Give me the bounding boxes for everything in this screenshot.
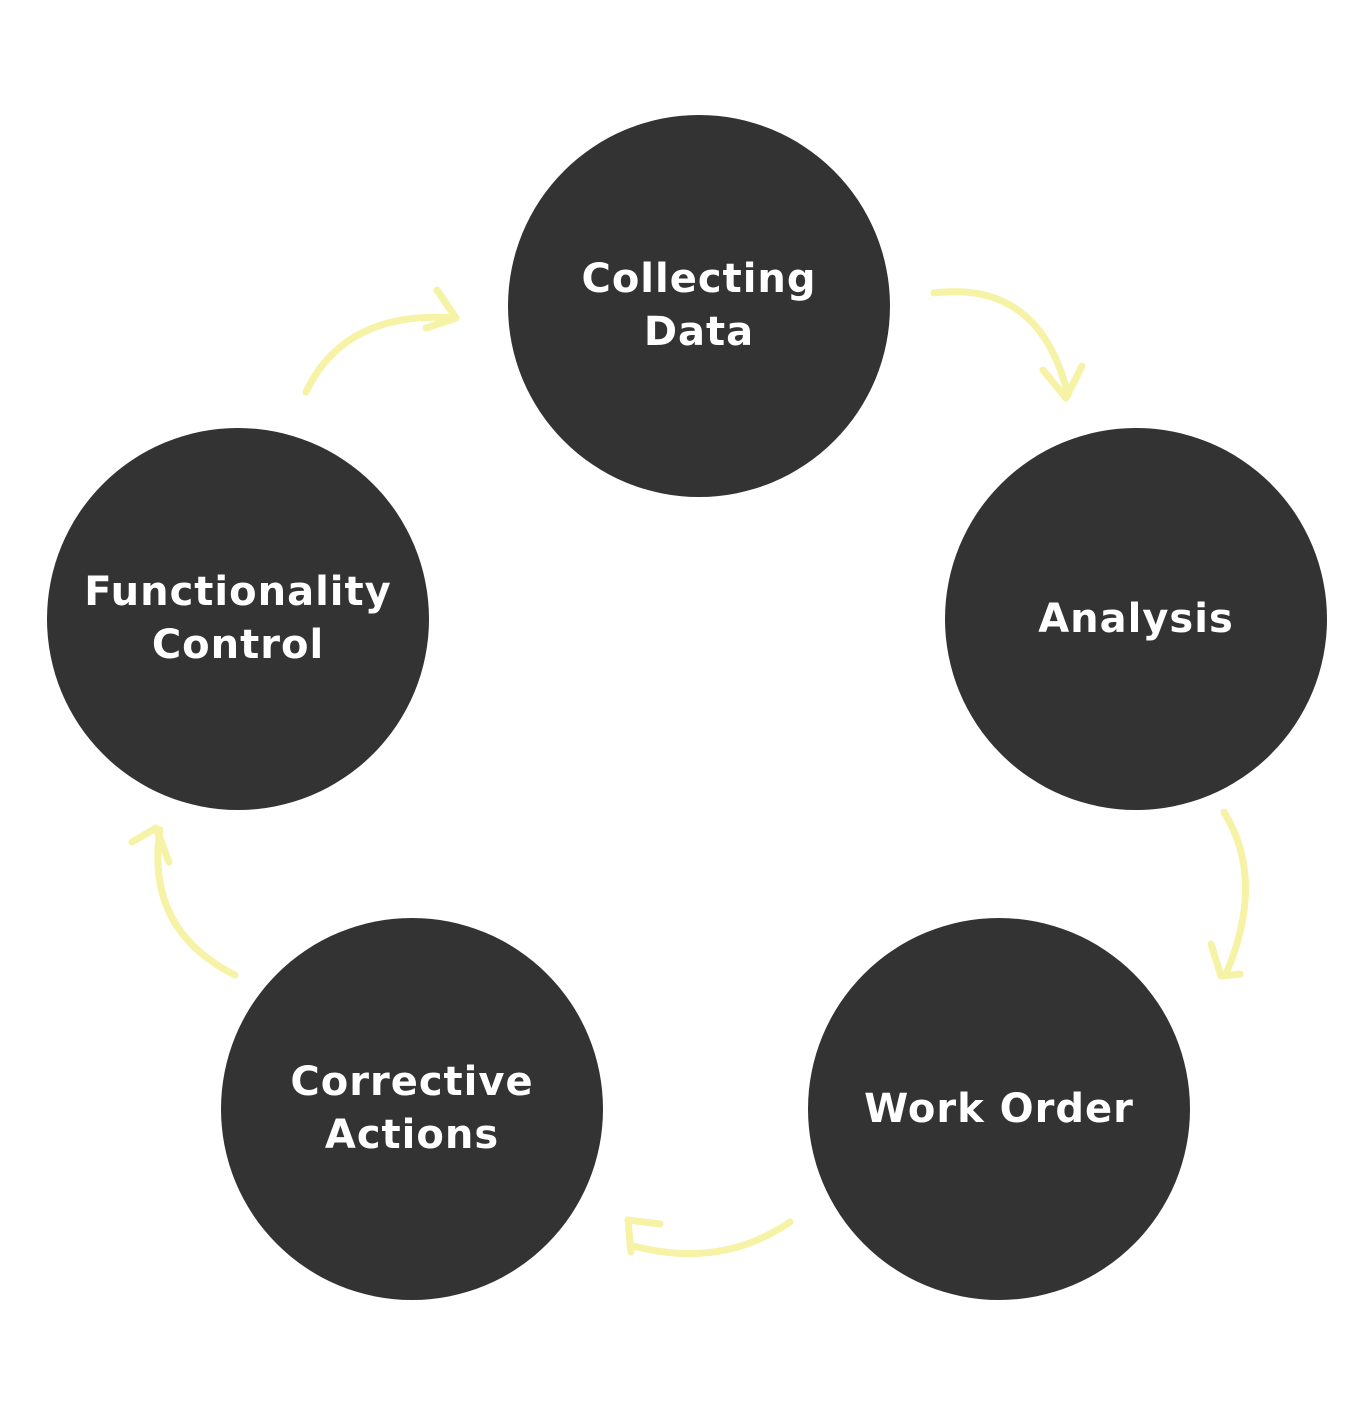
node-label-functionality-control: Functionality Control: [84, 569, 392, 668]
node-functionality-control: Functionality Control: [47, 428, 429, 810]
arrow-collecting-to-analysis: [930, 288, 1086, 402]
arrow-corrective-to-functionality: [128, 824, 239, 979]
arrow-functionality-to-collecting: [302, 286, 460, 396]
node-collecting-data: Collecting Data: [508, 115, 890, 497]
arrow-work-order-to-corrective: [624, 1216, 794, 1258]
arrow-analysis-to-work-order: [1207, 808, 1249, 980]
node-work-order: Work Order: [808, 918, 1190, 1300]
node-corrective-actions: Corrective Actions: [221, 918, 603, 1300]
node-label-work-order: Work Order: [864, 1085, 1134, 1132]
node-analysis: Analysis: [945, 428, 1327, 810]
node-label-analysis: Analysis: [1038, 595, 1234, 642]
node-label-corrective-actions: Corrective Actions: [290, 1059, 534, 1158]
node-label-collecting-data: Collecting Data: [581, 256, 817, 355]
